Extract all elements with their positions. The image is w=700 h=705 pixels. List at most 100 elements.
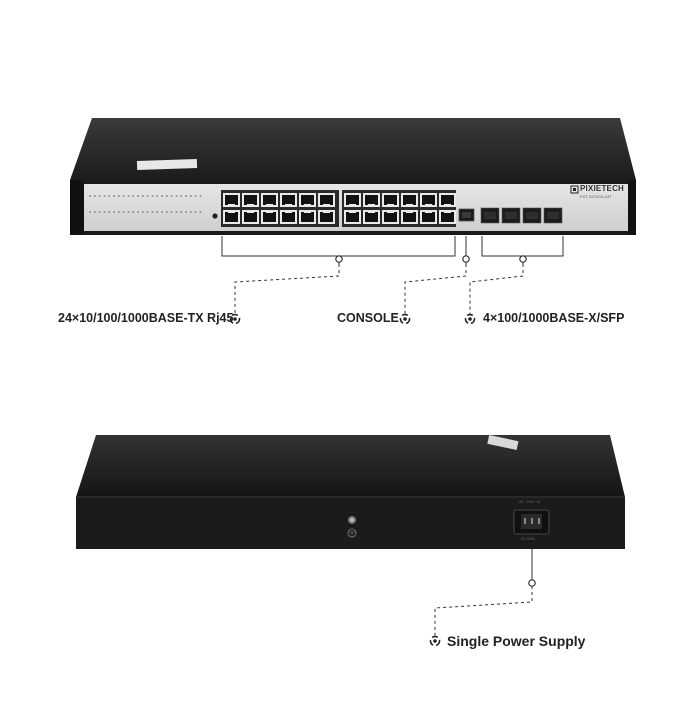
status-led-icon — [194, 211, 197, 213]
status-led-icon — [199, 195, 202, 197]
status-led-icon — [98, 211, 101, 213]
status-led-icon — [132, 195, 135, 197]
rear-switch — [76, 434, 625, 549]
sfp-port[interactable] — [501, 207, 521, 224]
status-led-icon — [113, 195, 115, 197]
ground-screw-icon — [348, 516, 356, 524]
rj45-port[interactable] — [382, 193, 399, 207]
rj45-port[interactable] — [318, 210, 335, 224]
status-led-icon — [113, 211, 115, 213]
front-switch — [70, 118, 636, 235]
rj45-port[interactable] — [401, 193, 418, 207]
status-led-icon — [199, 211, 202, 213]
rj45-port[interactable] — [439, 193, 456, 207]
rj45-port[interactable] — [280, 193, 297, 207]
target-marker-rj45-icon — [229, 313, 241, 325]
sfp-bracket — [481, 236, 564, 257]
status-led-icon — [137, 211, 139, 213]
model-number: PXT-S2700G-24T — [580, 194, 612, 199]
rj45-port[interactable] — [261, 193, 278, 207]
status-led-icon — [108, 195, 111, 197]
status-led-icon — [156, 195, 159, 197]
status-led-icon — [165, 195, 168, 197]
front-callout-nodes — [335, 255, 527, 263]
rj45-port[interactable] — [363, 193, 380, 207]
status-led-icon — [156, 211, 159, 213]
power-node — [528, 579, 536, 587]
status-led-icon — [89, 211, 91, 213]
status-led-icon — [141, 195, 144, 197]
sfp-port[interactable] — [543, 207, 563, 224]
callout-rj45-ports: 24×10/100/1000BASE-TX Rj45 — [58, 311, 234, 325]
rj45-port[interactable] — [242, 193, 259, 207]
rj45-port[interactable] — [223, 210, 240, 224]
front-sticker — [136, 158, 198, 171]
status-led-icon — [137, 195, 139, 197]
rj45-port[interactable] — [261, 210, 278, 224]
console-dashed-leader — [404, 264, 467, 316]
rj45-bracket — [221, 236, 456, 257]
ground-symbol-icon — [347, 528, 357, 538]
target-marker-sfp-icon — [464, 313, 476, 325]
rj45-port[interactable] — [344, 193, 361, 207]
status-led-icon — [194, 195, 197, 197]
status-led-icon — [122, 195, 125, 197]
status-led-icon — [165, 211, 168, 213]
rj45-port[interactable] — [318, 193, 335, 207]
status-led-icon — [189, 195, 192, 197]
rj45-port[interactable] — [420, 193, 437, 207]
rj45-port[interactable] — [420, 210, 437, 224]
status-led-icon — [185, 195, 187, 197]
status-led-icon — [161, 211, 163, 213]
rj45-port[interactable] — [223, 193, 240, 207]
status-led-icon — [189, 211, 192, 213]
reset-button[interactable] — [212, 213, 218, 219]
callout-console-port: CONSOLE — [337, 311, 399, 325]
brand-logo-mark — [573, 188, 576, 191]
status-led-icon — [180, 195, 183, 197]
brand-name: PIXIETECH — [580, 184, 625, 193]
status-led-icon — [103, 211, 106, 213]
status-led-icon — [117, 211, 120, 213]
status-led-icon — [117, 195, 120, 197]
front-callout-lines — [221, 236, 564, 316]
sfp-port[interactable] — [480, 207, 500, 224]
rj45-port[interactable] — [401, 210, 418, 224]
brand-logo-icon — [570, 185, 579, 194]
status-led-grid — [89, 195, 202, 213]
rj45-port[interactable] — [439, 210, 456, 224]
status-led-icon — [185, 211, 187, 213]
rear-callout-lines — [434, 549, 533, 636]
target-marker-console-icon — [399, 313, 411, 325]
rj45-port[interactable] — [344, 210, 361, 224]
rear-sticker — [487, 434, 519, 451]
status-led-icon — [93, 211, 96, 213]
rj45-port[interactable] — [382, 210, 399, 224]
status-led-icon — [170, 195, 173, 197]
rj45-port[interactable] — [363, 210, 380, 224]
rj45-node — [335, 255, 343, 263]
status-led-icon — [146, 195, 149, 197]
rj45-port[interactable] — [299, 193, 316, 207]
status-led-icon — [127, 195, 130, 197]
sfp-node — [519, 255, 527, 263]
front-chassis-top — [70, 118, 636, 180]
sfp-port[interactable] — [522, 207, 542, 224]
rj45-port[interactable] — [280, 210, 297, 224]
rj45-port[interactable] — [242, 210, 259, 224]
console-node — [462, 255, 470, 263]
sfp-ports — [480, 207, 563, 224]
status-led-icon — [103, 195, 106, 197]
status-led-icon — [122, 211, 125, 213]
callout-power-supply: Single Power Supply — [447, 633, 586, 649]
status-led-icon — [151, 211, 154, 213]
status-led-icon — [98, 195, 101, 197]
rack-ear-left — [70, 180, 84, 235]
rj45-port[interactable] — [299, 210, 316, 224]
rear-chassis-top — [76, 435, 625, 497]
status-led-icon — [175, 211, 178, 213]
rj45-dashed-leader — [234, 264, 340, 316]
target-marker-power-icon — [429, 635, 441, 647]
power-rating-label: 100 - 240V~ 1A — [518, 500, 541, 504]
